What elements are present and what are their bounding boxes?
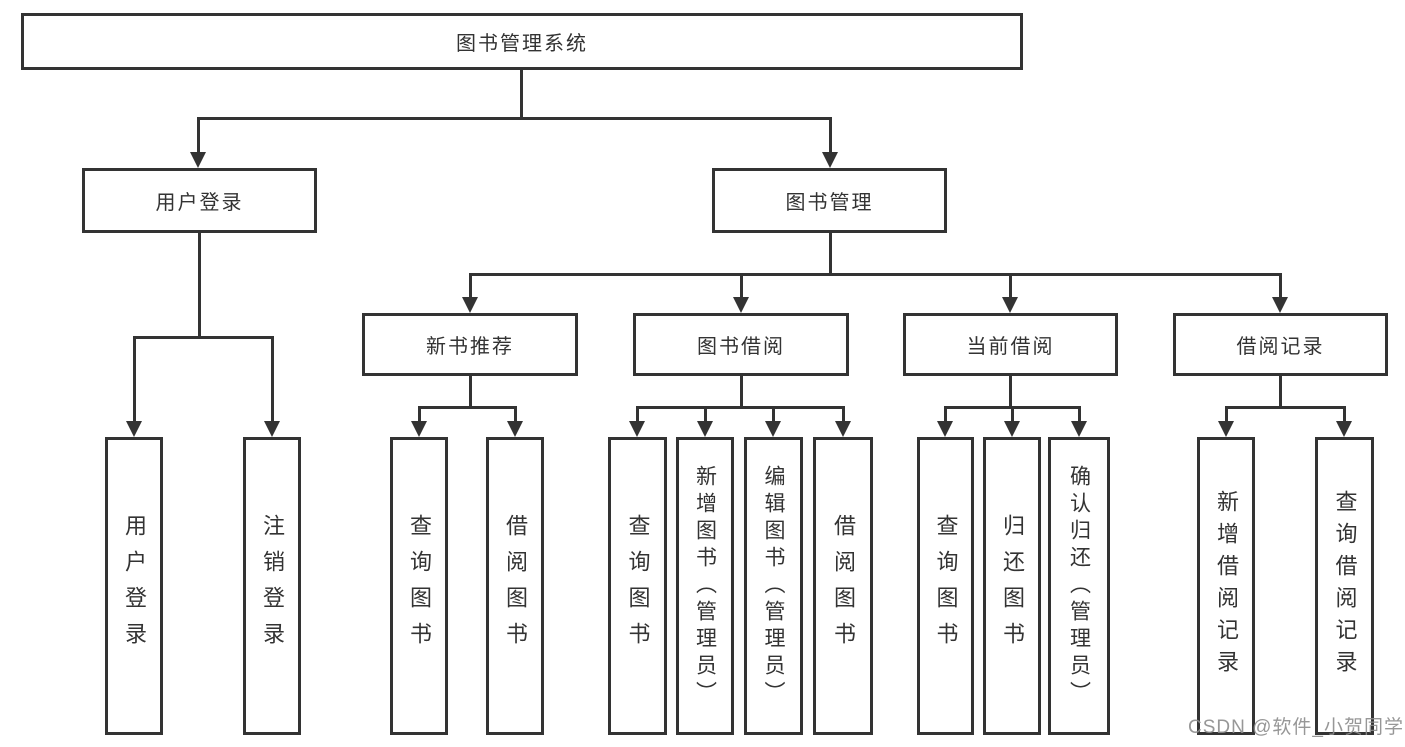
leaf-query-books-borrow: 查询图书	[608, 437, 667, 735]
connector-drop-query-books-recommend	[418, 406, 421, 423]
leaf-edit-books-admin-label: 编辑图书（管理员）	[762, 464, 785, 708]
node-current-borrow: 当前借阅	[903, 313, 1118, 376]
node-borrow-records-label: 借阅记录	[1236, 336, 1325, 358]
node-new-book-recommend-label: 新书推荐	[426, 336, 514, 358]
connector-drop-add-borrow-record	[1225, 406, 1228, 423]
arrowhead-user-login	[190, 152, 206, 168]
connector-drop-new-book-recommend	[469, 273, 472, 299]
connector-drop-borrow-books	[842, 406, 845, 423]
arrowhead-query-books-borrow	[629, 421, 645, 437]
leaf-add-books-admin-label: 新增图书（管理员）	[693, 464, 717, 708]
leaf-user-login: 用户登录	[105, 437, 163, 735]
arrowhead-current-borrow	[1002, 297, 1018, 313]
leaf-borrow-books-label: 借阅图书	[831, 514, 856, 658]
connector-recommend-trunk	[469, 376, 472, 407]
leaf-return-books: 归还图书	[983, 437, 1041, 735]
node-book-management: 图书管理	[712, 168, 947, 233]
connector-drop-query-borrow-record	[1343, 406, 1346, 423]
connector-drop-query-books-borrow	[636, 406, 639, 423]
leaf-user-login-label: 用户登录	[122, 514, 147, 658]
arrowhead-confirm-return	[1071, 421, 1087, 437]
node-user-login-label: 用户登录	[155, 192, 244, 214]
node-book-management-label: 图书管理	[785, 192, 874, 214]
connector-root-trunk	[520, 70, 523, 118]
leaf-query-books-borrow-label: 查询图书	[625, 514, 651, 658]
leaf-logout: 注销登录	[243, 437, 301, 735]
leaf-query-books-current: 查询图书	[917, 437, 974, 735]
connector-drop-query-books-current	[944, 406, 947, 423]
leaf-add-borrow-record: 新增借阅记录	[1197, 437, 1255, 735]
connector-current-trunk	[1009, 376, 1012, 407]
arrowhead-return-books	[1004, 421, 1020, 437]
leaf-edit-books-admin: 编辑图书（管理员）	[744, 437, 803, 735]
connector-drop-user-login	[197, 117, 200, 154]
connector-drop-borrow-books-recommend	[514, 406, 517, 423]
leaf-logout-label: 注销登录	[260, 514, 285, 658]
node-new-book-recommend: 新书推荐	[362, 313, 578, 376]
leaf-add-borrow-record-label: 新增借阅记录	[1214, 490, 1239, 682]
connector-drop-current-borrow	[1009, 273, 1012, 299]
connector-drop-leaf-logout	[271, 336, 274, 423]
arrowhead-borrow-records	[1272, 297, 1288, 313]
connector-drop-edit-books-admin	[772, 406, 775, 423]
connector-drop-return-books	[1011, 406, 1014, 423]
connector-borrow-trunk	[740, 376, 743, 407]
node-root: 图书管理系统	[21, 13, 1023, 70]
arrowhead-query-borrow-record	[1336, 421, 1352, 437]
arrowhead-query-books-recommend	[411, 421, 427, 437]
connector-records-branch	[1225, 406, 1346, 409]
node-book-borrow-label: 图书借阅	[697, 336, 785, 358]
connector-book-management-branch	[469, 273, 1282, 276]
arrowhead-new-book-recommend	[462, 297, 478, 313]
connector-borrow-branch	[636, 406, 845, 409]
connector-user-login-branch	[133, 336, 274, 339]
connector-root-branch	[197, 117, 832, 120]
leaf-query-borrow-record: 查询借阅记录	[1315, 437, 1374, 735]
leaf-borrow-books-recommend: 借阅图书	[486, 437, 544, 735]
connector-drop-add-books-admin	[704, 406, 707, 423]
leaf-confirm-return-admin-label: 确认归还（管理员）	[1067, 464, 1091, 708]
arrowhead-leaf-user-login	[126, 421, 142, 437]
node-borrow-records: 借阅记录	[1173, 313, 1388, 376]
connector-drop-confirm-return	[1078, 406, 1081, 423]
connector-drop-leaf-user-login	[133, 336, 136, 423]
connector-drop-book-management	[829, 117, 832, 154]
arrowhead-edit-books-admin	[765, 421, 781, 437]
leaf-query-books-recommend: 查询图书	[390, 437, 448, 735]
arrowhead-add-borrow-record	[1218, 421, 1234, 437]
leaf-return-books-label: 归还图书	[1000, 514, 1025, 658]
connector-drop-borrow-records	[1279, 273, 1282, 299]
arrowhead-query-books-current	[937, 421, 953, 437]
node-book-borrow: 图书借阅	[633, 313, 849, 376]
connector-book-management-trunk	[829, 233, 832, 275]
arrowhead-book-management	[822, 152, 838, 168]
leaf-confirm-return-admin: 确认归还（管理员）	[1048, 437, 1110, 735]
node-root-label: 图书管理系统	[456, 33, 588, 55]
arrowhead-book-borrow	[733, 297, 749, 313]
connector-records-trunk	[1279, 376, 1282, 407]
connector-recommend-branch	[418, 406, 517, 409]
csdn-watermark: CSDN @软件_小贺同学	[1188, 717, 1404, 738]
arrowhead-borrow-books	[835, 421, 851, 437]
leaf-borrow-books: 借阅图书	[813, 437, 873, 735]
arrowhead-leaf-logout	[264, 421, 280, 437]
leaf-query-borrow-record-label: 查询借阅记录	[1332, 490, 1358, 682]
leaf-borrow-books-recommend-label: 借阅图书	[503, 514, 528, 658]
connector-drop-book-borrow	[740, 273, 743, 299]
node-current-borrow-label: 当前借阅	[966, 336, 1055, 358]
leaf-add-books-admin: 新增图书（管理员）	[676, 437, 734, 735]
leaf-query-books-recommend-label: 查询图书	[407, 514, 432, 658]
node-user-login: 用户登录	[82, 168, 317, 233]
arrowhead-borrow-books-recommend	[507, 421, 523, 437]
leaf-query-books-current-label: 查询图书	[933, 514, 959, 658]
arrowhead-add-books-admin	[697, 421, 713, 437]
connector-user-login-trunk	[198, 233, 201, 337]
